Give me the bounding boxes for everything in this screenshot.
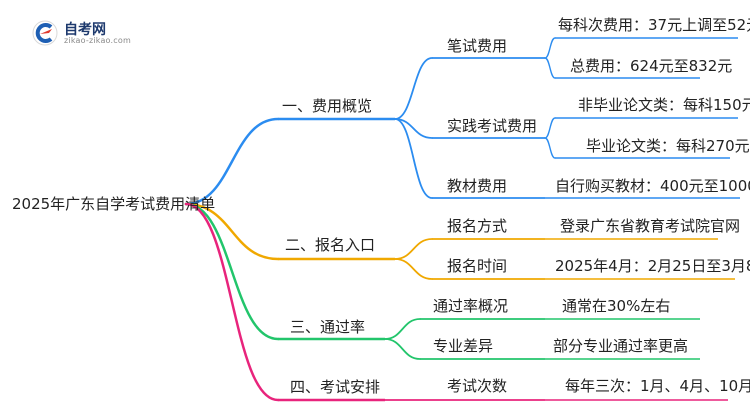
logo-icon — [32, 20, 58, 46]
branch-fee-overview: 一、费用概览 — [282, 97, 373, 115]
branch-exam-schedule: 四、考试安排 — [290, 378, 381, 396]
branch-registration: 二、报名入口 — [285, 236, 376, 254]
edge-root-pass — [184, 202, 280, 341]
edge-reg-method — [394, 238, 433, 260]
node-pass-rate-overview: 通过率概况 — [433, 297, 509, 315]
node-registration-method: 报名方式 — [447, 217, 508, 235]
node-registration-time: 报名时间 — [447, 257, 508, 275]
edge-written-leaf2 — [544, 57, 556, 79]
branch-pass-rate: 三、通过率 — [290, 318, 366, 336]
leaf-non-thesis-fee: 非毕业论文类：每科150元 — [578, 96, 750, 114]
leaf-pass-rate-value: 通常在30%左右 — [562, 297, 671, 315]
edge-root-registration — [184, 202, 280, 261]
edge-practical-leaf2 — [544, 137, 556, 159]
leaf-textbook-cost: 自行购买教材：400元至1000元 — [555, 177, 750, 195]
node-major-difference: 专业差异 — [433, 337, 494, 355]
node-exam-frequency: 考试次数 — [447, 377, 508, 395]
node-written-exam-fee: 笔试费用 — [447, 37, 508, 55]
edge-root-schedule — [184, 202, 280, 402]
site-logo[interactable]: 自考网 zikao-zikao.com — [32, 18, 142, 48]
leaf-per-subject-fee: 每科次费用：37元上调至52元 — [558, 16, 750, 34]
edge-practical-leaf1 — [544, 117, 556, 139]
root-topic: 2025年广东自学考试费用清单 — [12, 195, 216, 213]
leaf-registration-site: 登录广东省教育考试院官网 — [560, 217, 741, 235]
edge-pass-overview — [384, 318, 421, 340]
logo-name: 自考网 — [64, 22, 106, 38]
edge-reg-time — [394, 258, 433, 280]
logo-url: zikao-zikao.com — [64, 36, 131, 45]
edge-fee-written — [394, 57, 433, 120]
edge-pass-major — [384, 338, 421, 360]
leaf-major-pass-rate: 部分专业通过率更高 — [553, 337, 689, 355]
leaf-registration-dates: 2025年4月：2月25日至3月8日 — [555, 257, 750, 275]
edge-written-leaf1 — [544, 37, 556, 59]
leaf-thesis-fee: 毕业论文类：每科270元 — [586, 137, 750, 155]
leaf-exam-months: 每年三次：1月、4月、10月 — [565, 377, 750, 395]
edge-root-fee — [184, 117, 280, 206]
node-textbook-fee: 教材费用 — [447, 177, 508, 195]
leaf-total-fee: 总费用：624元至832元 — [570, 57, 733, 75]
edge-fee-textbook — [394, 118, 433, 199]
node-practical-exam-fee: 实践考试费用 — [447, 117, 538, 135]
